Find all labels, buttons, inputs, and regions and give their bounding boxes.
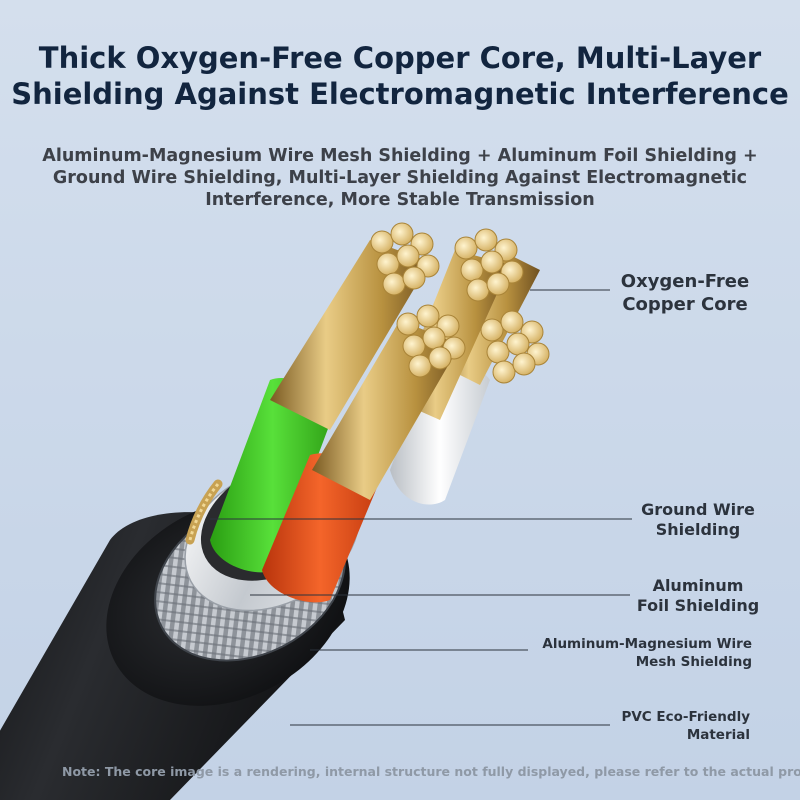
label-wire-mesh-line-2: Mesh Shielding — [635, 654, 752, 670]
leader-lines — [210, 289, 632, 726]
label-aluminum-foil: Aluminum Foil Shielding — [628, 576, 768, 616]
label-ground-wire-line-1: Ground Wire — [641, 500, 755, 519]
page-subtitle: Aluminum-Magnesium Wire Mesh Shielding +… — [0, 145, 800, 211]
label-copper-core-line-2: Copper Core — [622, 294, 748, 315]
label-wire-mesh-line-1: Aluminum-Magnesium Wire — [542, 636, 752, 652]
label-ground-wire: Ground Wire Shielding — [630, 500, 766, 540]
label-pvc-jacket-line-2: Material — [686, 727, 750, 743]
label-aluminum-foil-line-1: Aluminum — [652, 576, 744, 595]
subtitle-line-2: Ground Wire Shielding, Multi-Layer Shiel… — [52, 168, 748, 188]
label-copper-core-line-1: Oxygen-Free — [620, 271, 750, 292]
subtitle-line-3: Interference, More Stable Transmission — [205, 190, 595, 210]
label-wire-mesh: Aluminum-Magnesium Wire Mesh Shielding — [528, 635, 752, 671]
green-conductor — [210, 222, 440, 573]
label-copper-core: Oxygen-Free Copper Core — [610, 270, 760, 316]
label-pvc-jacket: PVC Eco-Friendly Material — [590, 708, 750, 744]
title-line-1: Thick Oxygen-Free Copper Core, Multi-Lay… — [38, 41, 762, 75]
orange-conductor — [262, 304, 466, 603]
footer-note: Note: The core image is a rendering, int… — [62, 764, 800, 779]
label-pvc-jacket-line-1: PVC Eco-Friendly — [621, 709, 750, 725]
title-line-2: Shielding Against Electromagnetic Interf… — [11, 77, 789, 111]
page-title: Thick Oxygen-Free Copper Core, Multi-Lay… — [0, 40, 800, 112]
subtitle-line-1: Aluminum-Magnesium Wire Mesh Shielding +… — [42, 146, 758, 166]
label-aluminum-foil-line-2: Foil Shielding — [636, 596, 760, 615]
label-ground-wire-line-2: Shielding — [655, 520, 741, 539]
ground-wire — [185, 479, 223, 545]
